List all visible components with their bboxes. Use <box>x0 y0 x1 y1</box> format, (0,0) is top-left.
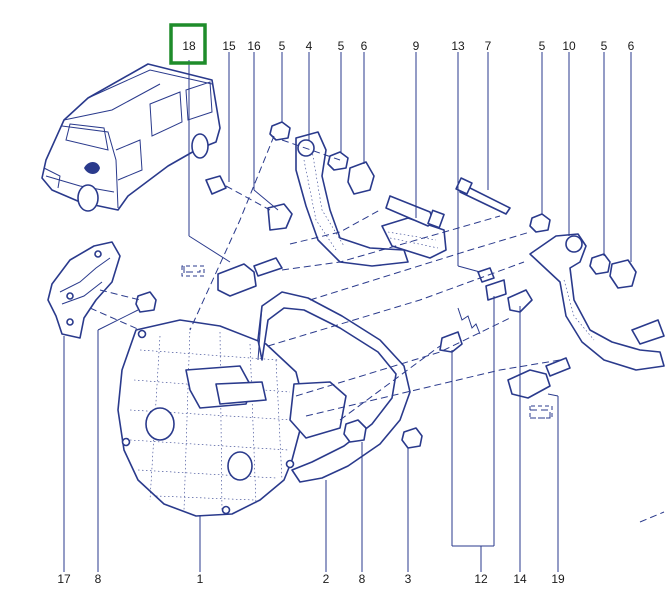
bulkhead-seal <box>257 291 411 483</box>
assembly-guide-lines <box>89 135 665 523</box>
pedal-mounting-bulkhead <box>117 319 347 517</box>
callout-15: 15 <box>222 39 236 53</box>
callout-12: 12 <box>474 572 488 586</box>
callout-2: 2 <box>323 572 330 586</box>
callout-7: 7 <box>485 39 492 53</box>
callout-8: 8 <box>95 572 102 586</box>
callout-10: 10 <box>562 39 576 53</box>
brake-light-switch <box>507 357 571 399</box>
callout-1: 1 <box>197 572 204 586</box>
left-bracket <box>47 241 121 339</box>
connector-bracket-icons <box>181 265 553 419</box>
callout-8: 8 <box>359 572 366 586</box>
fasteners <box>135 121 637 449</box>
leader-lines <box>63 52 632 572</box>
callout-5: 5 <box>279 39 286 53</box>
callout-16: 16 <box>247 39 261 53</box>
highlight-box <box>169 23 207 65</box>
van-illustration <box>41 63 221 212</box>
clutch-switch <box>217 257 283 297</box>
callout-5: 5 <box>539 39 546 53</box>
callout-4: 4 <box>306 39 313 53</box>
callout-6: 6 <box>628 39 635 53</box>
callout-18: 18 <box>182 39 196 53</box>
callout-5: 5 <box>601 39 608 53</box>
callout-13: 13 <box>451 39 465 53</box>
callout-19: 19 <box>551 572 565 586</box>
callout-6: 6 <box>361 39 368 53</box>
callout-3: 3 <box>405 572 412 586</box>
callout-14: 14 <box>513 572 527 586</box>
callout-9: 9 <box>413 39 420 53</box>
accelerator-pedal <box>529 233 665 371</box>
callout-5: 5 <box>338 39 345 53</box>
callout-17: 17 <box>57 572 71 586</box>
